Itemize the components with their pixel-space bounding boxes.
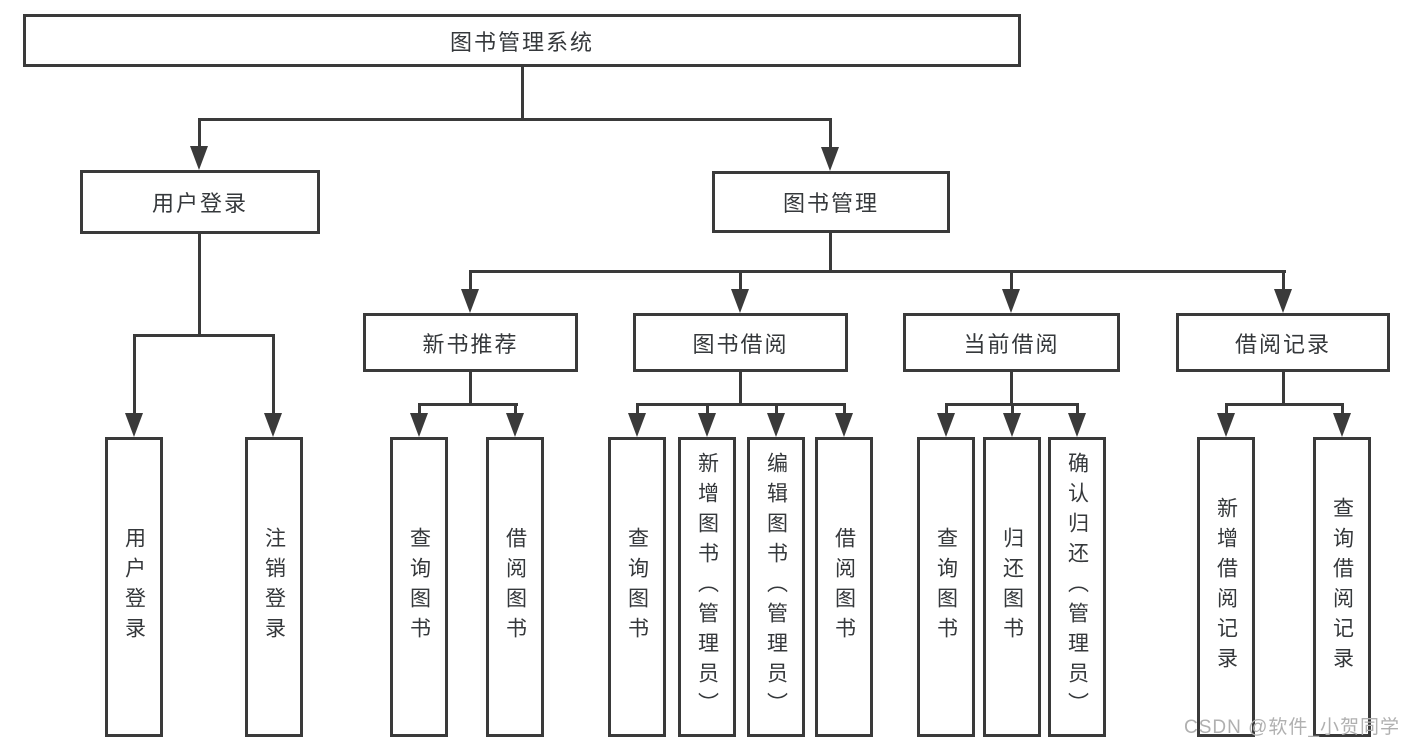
- connector-line: [1341, 403, 1344, 415]
- node-borrow-record-label: 借阅记录: [1234, 331, 1331, 357]
- arrow-down: [1217, 413, 1235, 437]
- connector-line: [1011, 403, 1014, 415]
- connector-line: [829, 233, 832, 273]
- leaf-logout-label: 注销登录: [262, 527, 286, 647]
- node-new-book-label: 新书推荐: [422, 331, 519, 357]
- connector-line: [469, 372, 472, 406]
- arrow-down: [190, 146, 208, 170]
- connector-line: [1010, 372, 1013, 406]
- node-book-borrow-label: 图书借阅: [692, 331, 789, 357]
- arrow-down: [1333, 413, 1351, 437]
- connector-line: [739, 270, 742, 291]
- node-root-label: 图书管理系统: [449, 29, 594, 55]
- leaf-borrow-add-label: 新增图书（管理员）: [695, 452, 719, 722]
- leaf-borrow-query: 查询图书: [608, 437, 666, 737]
- leaf-record-query: 查询借阅记录: [1313, 437, 1371, 737]
- connector-line: [514, 403, 517, 415]
- leaf-borrow-edit-label: 编辑图书（管理员）: [764, 452, 788, 722]
- connector-line: [133, 334, 275, 337]
- leaf-logout: 注销登录: [245, 437, 303, 737]
- connector-line: [636, 403, 846, 406]
- connector-line: [272, 334, 275, 416]
- leaf-current-return: 归还图书: [983, 437, 1041, 737]
- leaf-current-confirm-label: 确认归还（管理员）: [1065, 452, 1089, 722]
- arrow-down: [125, 413, 143, 437]
- arrow-down: [1002, 289, 1020, 313]
- connector-line: [198, 234, 201, 337]
- node-root: 图书管理系统: [23, 14, 1021, 67]
- leaf-record-query-label: 查询借阅记录: [1330, 497, 1354, 677]
- leaf-borrow-query-label: 查询图书: [625, 527, 649, 647]
- connector-line: [706, 403, 709, 415]
- connector-line: [775, 403, 778, 415]
- arrow-down: [628, 413, 646, 437]
- arrow-down: [767, 413, 785, 437]
- arrow-down: [731, 289, 749, 313]
- node-new-book: 新书推荐: [363, 313, 578, 372]
- connector-line: [521, 67, 524, 120]
- connector-line: [636, 403, 639, 415]
- connector-line: [1076, 403, 1079, 415]
- node-current-borrow: 当前借阅: [903, 313, 1120, 372]
- arrow-down: [506, 413, 524, 437]
- arrow-down: [264, 413, 282, 437]
- arrow-down: [835, 413, 853, 437]
- arrow-down: [461, 289, 479, 313]
- connector-line: [1010, 270, 1013, 291]
- connector-line: [1282, 372, 1285, 406]
- connector-line: [1225, 403, 1228, 415]
- node-user-login: 用户登录: [80, 170, 320, 234]
- arrow-down: [1274, 289, 1292, 313]
- connector-line: [739, 372, 742, 406]
- leaf-current-confirm: 确认归还（管理员）: [1048, 437, 1106, 737]
- leaf-record-add-label: 新增借阅记录: [1214, 497, 1238, 677]
- watermark: CSDN @软件_小贺同学: [1184, 717, 1400, 738]
- connector-line: [843, 403, 846, 415]
- connector-line: [829, 118, 832, 148]
- leaf-borrow-borrow: 借阅图书: [815, 437, 873, 737]
- leaf-current-query-label: 查询图书: [934, 527, 958, 647]
- arrow-down: [1003, 413, 1021, 437]
- connector-line: [133, 334, 136, 416]
- connector-line: [418, 403, 421, 415]
- arrow-down: [410, 413, 428, 437]
- leaf-record-add: 新增借阅记录: [1197, 437, 1255, 737]
- node-current-borrow-label: 当前借阅: [963, 331, 1060, 357]
- arrow-down: [1068, 413, 1086, 437]
- leaf-new-book-borrow: 借阅图书: [486, 437, 544, 737]
- leaf-current-query: 查询图书: [917, 437, 975, 737]
- leaf-borrow-edit: 编辑图书（管理员）: [747, 437, 805, 737]
- connector-line: [945, 403, 948, 415]
- leaf-new-book-query-label: 查询图书: [407, 527, 431, 647]
- node-book-management: 图书管理: [712, 171, 950, 233]
- leaf-user-login-label: 用户登录: [122, 527, 146, 647]
- leaf-new-book-query: 查询图书: [390, 437, 448, 737]
- arrow-down: [698, 413, 716, 437]
- connector-line: [1225, 403, 1343, 406]
- connector-line: [469, 270, 1286, 273]
- node-book-management-label: 图书管理: [782, 191, 879, 216]
- connector-line: [1282, 270, 1285, 291]
- node-borrow-record: 借阅记录: [1176, 313, 1390, 372]
- leaf-borrow-add: 新增图书（管理员）: [678, 437, 736, 737]
- leaf-borrow-borrow-label: 借阅图书: [832, 527, 856, 647]
- arrow-down: [821, 147, 839, 171]
- leaf-user-login: 用户登录: [105, 437, 163, 737]
- leaf-new-book-borrow-label: 借阅图书: [503, 527, 527, 647]
- leaf-current-return-label: 归还图书: [1000, 527, 1024, 647]
- node-book-borrow: 图书借阅: [633, 313, 848, 372]
- connector-line: [469, 270, 472, 291]
- connector-line: [418, 403, 518, 406]
- arrow-down: [937, 413, 955, 437]
- connector-line: [198, 118, 201, 148]
- node-user-login-label: 用户登录: [151, 191, 248, 216]
- connector-line: [198, 118, 832, 121]
